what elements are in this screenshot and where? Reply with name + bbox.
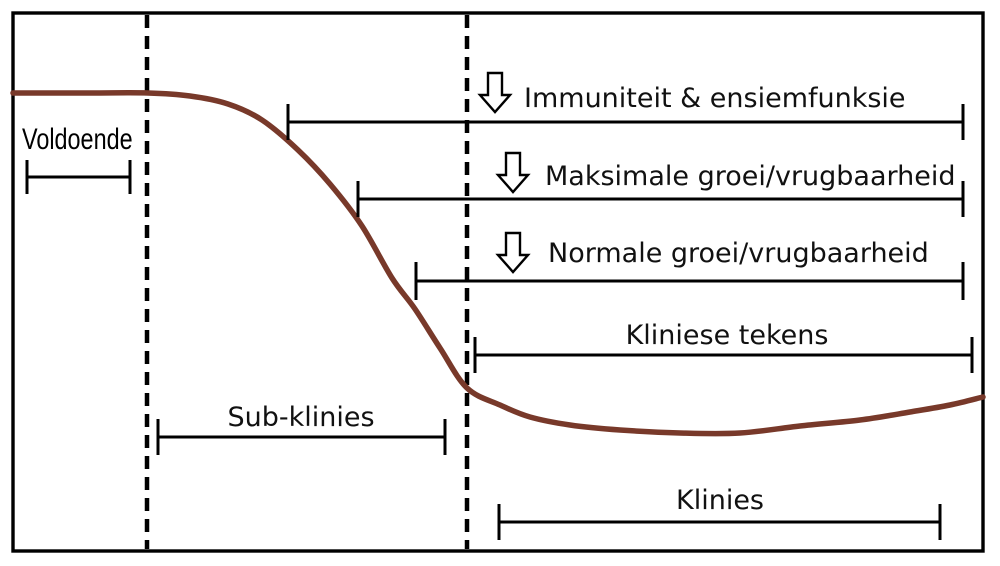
- range-bracket-maksimale: [356, 181, 965, 217]
- label-maksimale-groei-vrugbaarheid: Maksimale groei/vrugbaarheid: [545, 161, 956, 192]
- label-sub-klinies: Sub-klinies: [227, 402, 375, 433]
- down-arrow-icon-1: [477, 71, 513, 114]
- label-klinies: Klinies: [675, 485, 765, 516]
- range-bracket-sub-klinies: [156, 419, 447, 455]
- label-immuniteit-ensiemfunksie: Immuniteit & ensiemfunksie: [524, 83, 906, 114]
- range-bracket-immuniteit: [286, 104, 965, 140]
- range-bracket-voldoende: [25, 160, 132, 194]
- label-voldoende: Voldoende: [22, 123, 133, 156]
- range-bracket-klinies: [497, 504, 942, 540]
- label-normale-groei-vrugbaarheid: Normale groei/vrugbaarheid: [548, 238, 929, 269]
- down-arrow-icon-2: [495, 151, 531, 194]
- frame-border: [11, 11, 985, 553]
- down-arrow-icon-3: [495, 231, 531, 274]
- range-bracket-normale: [414, 262, 965, 300]
- range-bracket-kliniese-tekens: [473, 337, 974, 373]
- nutrient-status-curve: [10, 90, 986, 437]
- label-kliniese-tekens: Kliniese tekens: [625, 320, 829, 351]
